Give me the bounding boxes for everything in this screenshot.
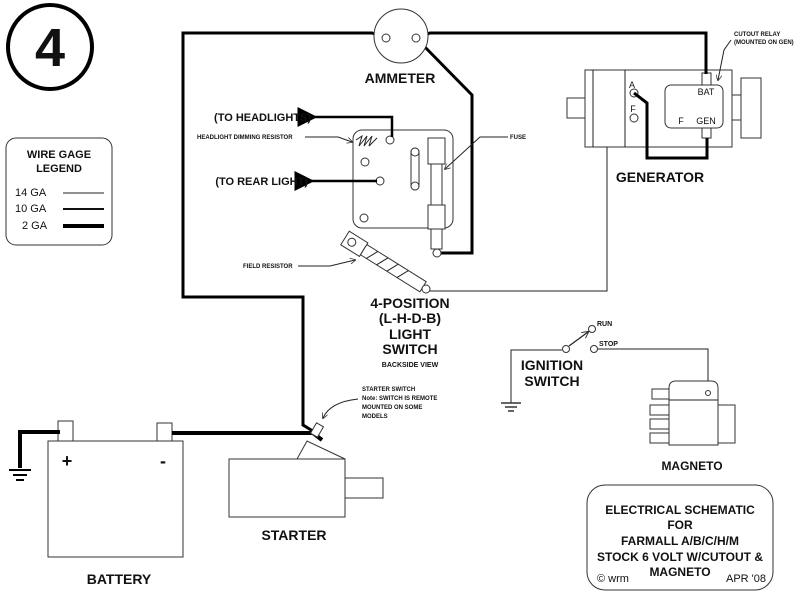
legend-title-line2: LEGEND bbox=[36, 163, 82, 175]
title-box: ELECTRICAL SCHEMATIC FOR FARMALL A/B/C/H… bbox=[586, 484, 774, 591]
cutout-relay bbox=[664, 84, 724, 129]
generator: A F BAT GEN F CUTOUT RELAY (MOUNTED ON G… bbox=[566, 32, 794, 185]
ammeter: AMMETER bbox=[365, 8, 436, 86]
ignition-label-2: SWITCH bbox=[524, 373, 579, 389]
starter-switch bbox=[309, 422, 325, 438]
wire-ammeter-to-starter-switch bbox=[181, 31, 386, 435]
fuse-label: FUSE bbox=[510, 135, 526, 141]
wire-gage-legend: WIRE GAGE LEGEND 14 GA 10 GA 2 GA bbox=[5, 137, 113, 246]
title-line-1: ELECTRICAL SCHEMATIC bbox=[605, 503, 755, 517]
cutout-relay-label-1: CUTOUT RELAY bbox=[734, 32, 780, 38]
legend-2ga-label: 2 GA bbox=[22, 220, 48, 232]
diagram-number: 4 bbox=[35, 18, 65, 78]
starter-switch-note: STARTER SWITCH Note: SWITCH IS REMOTE MO… bbox=[323, 387, 437, 420]
ground-icon bbox=[9, 469, 31, 481]
gen-terminal-f: F bbox=[630, 104, 636, 114]
battery-label: BATTERY bbox=[87, 571, 152, 587]
legend-title-line1: WIRE GAGE bbox=[27, 149, 91, 161]
headlights-arrow bbox=[297, 107, 394, 137]
to-rear-light-label: (TO REAR LIGHT) bbox=[215, 176, 308, 188]
relay-gen-label: GEN bbox=[696, 116, 716, 126]
title-line-4: STOCK 6 VOLT W/CUTOUT & bbox=[597, 550, 763, 564]
ignition-run-label: RUN bbox=[597, 321, 612, 328]
legend-10ga-label: 10 GA bbox=[15, 203, 47, 215]
starter-switch-note-4: MODELS bbox=[362, 414, 388, 420]
legend-14ga-label: 14 GA bbox=[15, 187, 47, 199]
light-switch-label-1: 4-POSITION bbox=[370, 295, 449, 311]
starter-label: STARTER bbox=[261, 527, 326, 543]
battery: + - BATTERY bbox=[9, 420, 324, 587]
wire-ammeter-to-fuse bbox=[416, 38, 474, 255]
date-label: APR '08 bbox=[726, 573, 766, 585]
light-switch-label-4: SWITCH bbox=[382, 341, 437, 357]
fuse bbox=[427, 137, 446, 258]
author-label: © wrm bbox=[597, 573, 629, 585]
dimming-resistor-label: HEADLIGHT DIMMING RESISTOR bbox=[197, 135, 293, 141]
magneto: MAGNETO bbox=[649, 380, 736, 473]
diagram-number-badge: 4 bbox=[6, 3, 94, 91]
light-switch-label-3: LIGHT bbox=[389, 326, 431, 342]
relay-bat-label: BAT bbox=[698, 87, 715, 97]
starter: STARTER bbox=[228, 422, 384, 543]
ignition-label-1: IGNITION bbox=[521, 357, 583, 373]
light-switch: (TO HEADLIGHTS) (TO REAR LIGHT) HEADLIGH… bbox=[197, 107, 526, 369]
wire-battery-ground bbox=[18, 430, 60, 468]
cutout-relay-label-2: (MOUNTED ON GEN) bbox=[734, 40, 794, 46]
dimming-resistor-coil bbox=[355, 134, 378, 147]
ignition-stop-label: STOP bbox=[599, 341, 618, 348]
backside-view-label: BACKSIDE VIEW bbox=[382, 362, 439, 369]
relay-f-label: F bbox=[678, 116, 684, 126]
gen-terminal-a: A bbox=[629, 80, 635, 90]
battery-plus: + bbox=[62, 451, 73, 471]
to-headlights-label: (TO HEADLIGHTS) bbox=[214, 112, 311, 124]
starter-switch-note-2: Note: SWITCH IS REMOTE bbox=[362, 396, 437, 402]
title-line-2: FOR bbox=[667, 518, 693, 532]
wire-ammeter-to-relay-bat bbox=[417, 31, 708, 74]
ammeter-label: AMMETER bbox=[365, 70, 436, 86]
battery-minus: - bbox=[160, 451, 166, 471]
starter-switch-note-3: MOUNTED ON SOME bbox=[362, 405, 422, 411]
generator-label: GENERATOR bbox=[616, 169, 704, 185]
field-resistor bbox=[340, 230, 427, 293]
ignition-switch: RUN STOP IGNITION SWITCH bbox=[501, 321, 709, 412]
title-line-5: MAGNETO bbox=[649, 565, 710, 579]
field-resistor-label: FIELD RESISTOR bbox=[243, 264, 293, 270]
starter-switch-note-1: STARTER SWITCH bbox=[362, 387, 415, 393]
light-switch-label-2: (L-H-D-B) bbox=[379, 310, 441, 326]
ground-icon bbox=[501, 402, 521, 412]
title-line-3: FARMALL A/B/C/H/M bbox=[621, 534, 739, 548]
magneto-label: MAGNETO bbox=[661, 459, 722, 473]
wire-battery-to-starter bbox=[172, 431, 324, 442]
